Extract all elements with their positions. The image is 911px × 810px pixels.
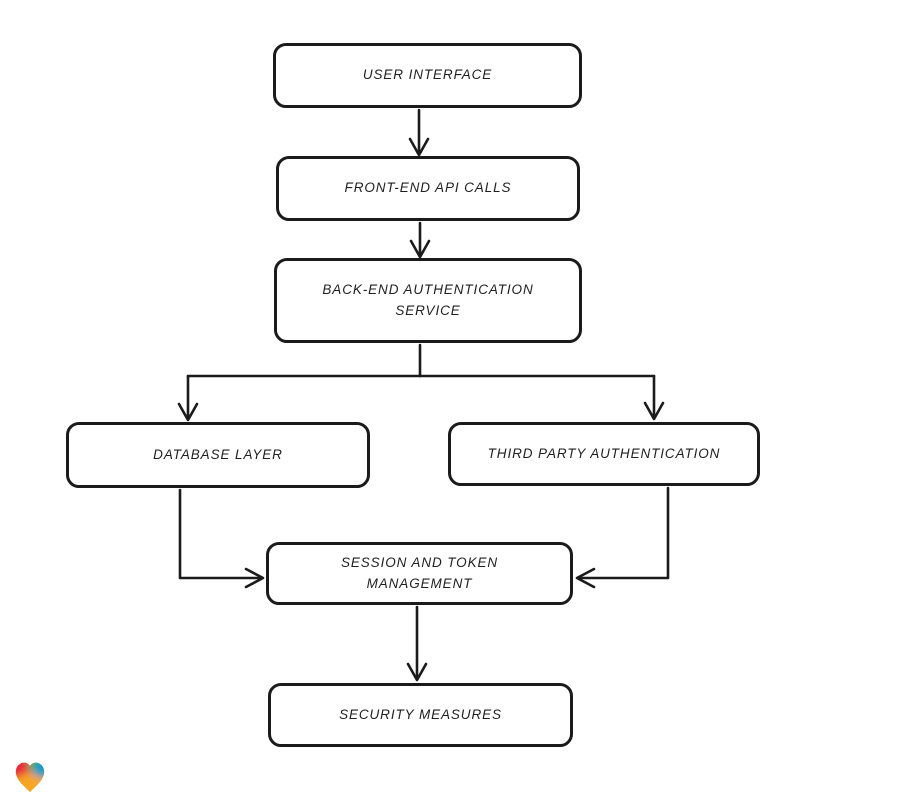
node-user-interface[interactable]: USER INTERFACE	[273, 43, 582, 108]
node-security-measures[interactable]: SECURITY MEASURES	[268, 683, 573, 747]
edge-database-layer-to-session-and-token-management	[178, 488, 265, 589]
edge-back-end-authentication-service-to-third-party-authentication	[643, 374, 665, 421]
node-database-layer[interactable]: DATABASE LAYER	[66, 422, 370, 488]
edge-back-end-authentication-service-to-database-layer	[177, 343, 656, 422]
edge-front-end-api-calls-to-back-end-authentication-service	[409, 221, 431, 259]
edge-session-and-token-management-to-security-measures	[406, 605, 428, 682]
edge-third-party-authentication-to-session-and-token-management	[575, 486, 670, 589]
node-third-party-authentication[interactable]: THIRD PARTY AUTHENTICATION	[448, 422, 760, 486]
node-front-end-api-calls[interactable]: FRONT-END API CALLS	[276, 156, 580, 221]
node-back-end-authentication-service[interactable]: BACK-END AUTHENTICATION SERVICE	[274, 258, 582, 343]
heart-icon[interactable]	[10, 757, 50, 797]
node-session-and-token-management[interactable]: SESSION AND TOKEN MANAGEMENT	[266, 542, 573, 605]
edge-user-interface-to-front-end-api-calls	[408, 108, 430, 157]
